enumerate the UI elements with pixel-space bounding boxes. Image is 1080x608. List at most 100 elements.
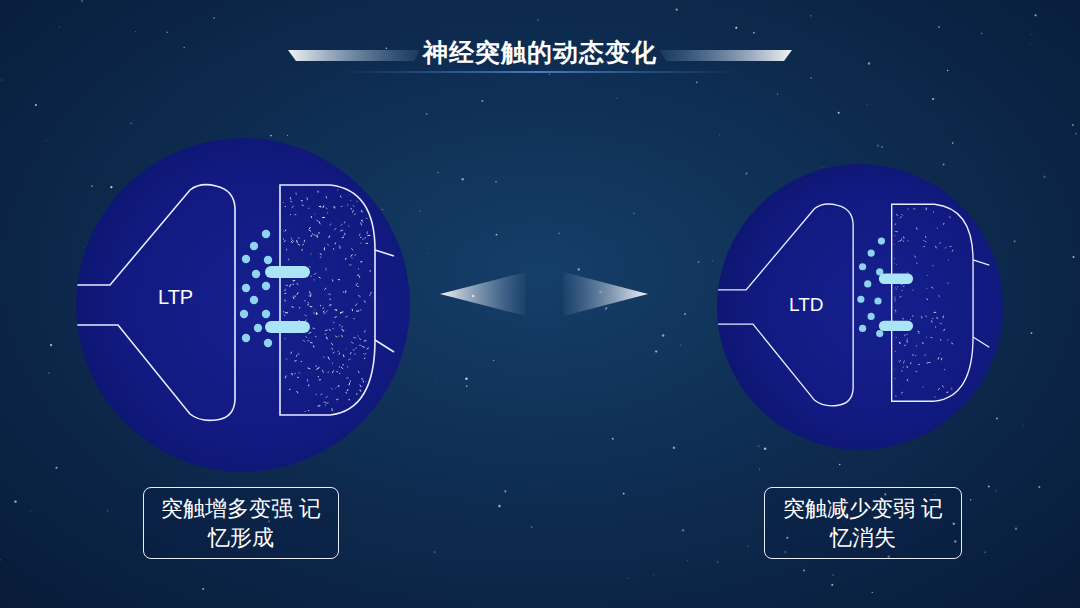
star [866, 103, 868, 105]
title-underline [338, 71, 742, 73]
star [746, 172, 748, 174]
star [498, 505, 501, 508]
star [687, 560, 689, 562]
vesicle [859, 263, 866, 270]
star [988, 486, 990, 488]
star [48, 372, 49, 373]
star [1030, 33, 1032, 35]
star [1035, 14, 1037, 16]
star [461, 178, 463, 180]
vesicle [859, 325, 866, 332]
circle-label: LTD [789, 294, 823, 316]
vesicle [876, 330, 883, 337]
star [58, 26, 60, 28]
star [633, 213, 634, 214]
title-text: 神经突触的动态变化 [0, 36, 1080, 69]
star [696, 81, 698, 83]
synapse-circle: LTD [717, 164, 1003, 450]
star [14, 500, 16, 502]
star [428, 252, 430, 254]
star [30, 511, 31, 512]
star [719, 134, 720, 135]
star [673, 447, 675, 449]
star [735, 27, 737, 29]
star [839, 464, 841, 466]
star [1075, 133, 1077, 135]
star [1031, 332, 1033, 334]
caption-box: 突触增多变强 记忆形成 [143, 487, 339, 559]
star [466, 385, 468, 387]
star [465, 378, 467, 380]
star [533, 73, 535, 75]
star [1023, 425, 1024, 426]
star [86, 65, 88, 67]
star [446, 190, 448, 192]
star [984, 552, 985, 553]
star [50, 344, 52, 346]
star [653, 574, 654, 575]
star [426, 113, 428, 115]
vesicle [868, 249, 875, 256]
star [996, 490, 997, 491]
star [107, 510, 108, 511]
caption-text: 突触减少变弱 记忆消失 [779, 494, 947, 552]
star [0, 559, 1, 560]
receptor [265, 266, 310, 278]
receptor [879, 321, 913, 331]
star [932, 98, 934, 100]
star [717, 561, 719, 563]
star [578, 268, 580, 270]
star [831, 584, 833, 586]
star [549, 74, 550, 75]
star [481, 100, 483, 102]
star [938, 26, 940, 28]
star [872, 592, 873, 593]
vesicle [242, 255, 250, 263]
star [943, 163, 945, 165]
star [270, 135, 272, 137]
star [202, 588, 204, 590]
star [970, 499, 971, 500]
star [110, 186, 112, 188]
star [838, 112, 840, 114]
vesicle [262, 310, 270, 318]
star [287, 135, 288, 136]
caption-text: 突触增多变强 记忆形成 [158, 494, 324, 552]
star [623, 493, 625, 495]
star [382, 209, 383, 210]
arrowhead [564, 272, 649, 316]
vesicle [857, 296, 864, 303]
star [1072, 124, 1074, 126]
star [420, 210, 422, 212]
vesicle [242, 334, 250, 342]
star [184, 47, 185, 48]
vesicle [874, 297, 881, 304]
star [947, 70, 948, 71]
star [753, 32, 755, 34]
star [655, 350, 657, 352]
star [493, 360, 494, 361]
star [616, 98, 617, 99]
star [386, 47, 387, 48]
star [952, 142, 953, 143]
star [1014, 240, 1016, 242]
star [759, 469, 760, 470]
vesicle [252, 270, 260, 278]
star [877, 144, 879, 146]
circle-label: LTP [158, 286, 193, 309]
synapse-illustration [717, 164, 1003, 450]
vesicle [262, 282, 270, 290]
double-arrow [440, 272, 648, 316]
vesicle [878, 237, 885, 244]
star [627, 578, 628, 579]
star [811, 77, 812, 78]
star [981, 33, 982, 34]
star [810, 15, 811, 16]
vesicle [868, 313, 875, 320]
star [558, 232, 560, 234]
star [83, 247, 84, 248]
star [996, 418, 998, 420]
star [682, 529, 684, 531]
vesicle [250, 242, 258, 250]
star [777, 93, 778, 94]
